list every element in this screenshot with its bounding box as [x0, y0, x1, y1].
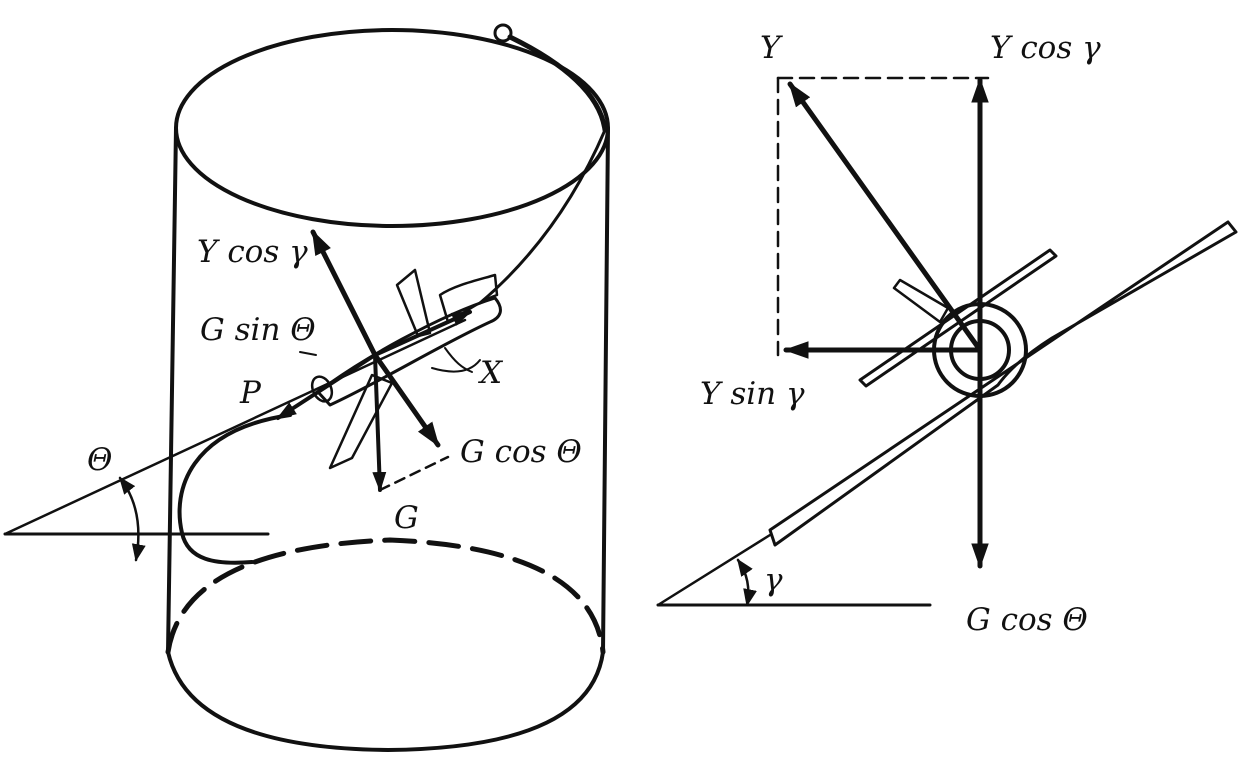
aircraft-right [768, 220, 1238, 547]
label-gamma: γ [764, 562, 783, 598]
aircraft-left-wing-edge [444, 347, 473, 373]
cylinder-left-side [166, 126, 178, 654]
cylinder-bottom-hidden-arc [165, 537, 606, 655]
cylinder-bottom-front-arc [166, 650, 605, 752]
cylinder [165, 28, 610, 752]
vector-g [372, 353, 387, 492]
label-y-cos-gamma-left: Y cos γ [197, 234, 308, 270]
gamma-angle-construction [656, 533, 932, 607]
gamma-angle-arc [736, 558, 757, 607]
aircraft-right-stabilizer [858, 248, 1058, 388]
g-sin-theta-leader [299, 351, 317, 356]
aircraft-right-wing [768, 220, 1238, 547]
label-g-sin-theta: G sin Θ [200, 312, 316, 348]
cylinder-top-ellipse [174, 28, 610, 228]
label-theta: Θ [87, 442, 112, 478]
right-incline-line [656, 533, 772, 607]
label-y-cos-gamma-right: Y cos γ [990, 30, 1101, 66]
theta-angle-arc [118, 476, 146, 562]
path-start-marker [493, 23, 513, 43]
label-g-cos-theta-left: G cos Θ [460, 434, 582, 470]
left-force-vectors [276, 229, 481, 492]
path-segment-top [507, 34, 608, 133]
label-g: G [394, 500, 419, 536]
vector-component-dashed [378, 455, 450, 492]
aircraft-left-tail-fin [395, 268, 432, 338]
incline-line [3, 318, 467, 536]
theta-angle-construction [3, 318, 467, 562]
label-p: P [239, 375, 262, 411]
vector-y [787, 81, 983, 353]
vector-y-cos-gamma-left [310, 229, 378, 358]
path-segment-back [478, 128, 607, 305]
vector-p [276, 353, 377, 420]
path-segment-loop [177, 413, 292, 565]
label-x: X [478, 355, 504, 391]
cylinder-right-side [601, 126, 610, 654]
label-y-sin-gamma: Y sin γ [700, 376, 805, 412]
label-g-cos-theta-right: G cos Θ [966, 602, 1088, 638]
right-force-vectors [776, 76, 990, 569]
vector-g-cos-theta-left [372, 352, 441, 448]
aircraft-right-fin [892, 278, 950, 324]
flight-path [177, 23, 608, 565]
x-leader [431, 359, 481, 373]
label-y: Y [760, 30, 783, 66]
vector-g-sin-theta [373, 310, 472, 357]
